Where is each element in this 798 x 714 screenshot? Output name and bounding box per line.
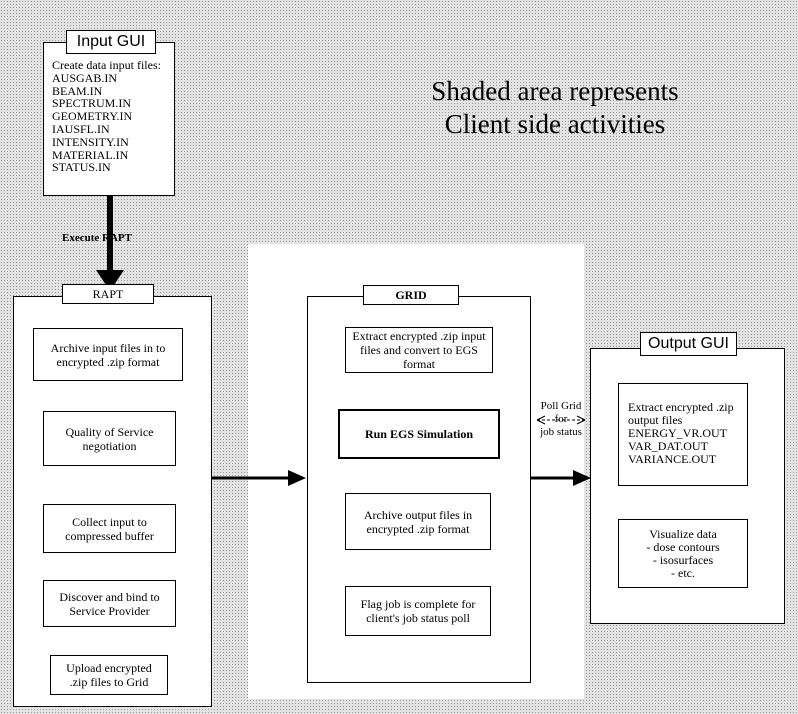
input-file: SPECTRUM.IN	[52, 96, 132, 111]
input-file: INTENSITY.IN	[52, 134, 129, 149]
visualize-item: - isosurfaces	[652, 552, 714, 567]
poll-label-line-2: for	[554, 413, 568, 425]
poll-label: Poll Grid for job status	[531, 400, 591, 439]
input-file: STATUS.IN	[52, 160, 111, 175]
input-file-list: AUSGAB.IN BEAM.IN SPECTRUM.IN GEOMETRY.I…	[52, 70, 174, 175]
poll-label-line-3: job status	[540, 426, 582, 438]
execute-label: Execute RAPT	[62, 232, 132, 244]
grid-step-extract: Extract encrypted .zip input files and c…	[345, 327, 493, 373]
output-gui-title: Output GUI	[640, 332, 737, 356]
rapt-title: RAPT	[62, 284, 154, 304]
grid-step-flag: Flag job is complete for client's job st…	[345, 586, 491, 636]
input-gui-intro: Create data input files:	[52, 58, 161, 72]
grid-title: GRID	[363, 285, 459, 305]
output-step-extract: Extract encrypted .zip output files ENER…	[618, 383, 748, 486]
output-extract-intro: Extract encrypted .zip output files	[628, 400, 734, 427]
rapt-to-grid-arrowhead	[288, 470, 306, 486]
output-file: VARIANCE.OUT	[628, 452, 717, 466]
rapt-step-discover: Discover and bind to Service Provider	[43, 580, 176, 627]
headline-line-2: Client side activities	[444, 109, 666, 139]
input-file: BEAM.IN	[52, 83, 103, 98]
headline-line-1: Shaded area represents	[431, 76, 679, 106]
visualize-item: - etc.	[671, 565, 695, 580]
grid-step-archive-output: Archive output files in encrypted .zip f…	[345, 493, 491, 550]
rapt-step-collect: Collect input to compressed buffer	[43, 504, 176, 553]
poll-label-line-1: Poll Grid	[540, 400, 582, 412]
input-file: MATERIAL.IN	[52, 147, 129, 162]
output-step-visualize: Visualize data - dose contours - isosurf…	[618, 519, 748, 588]
output-file: ENERGY_VR.OUT	[628, 426, 727, 440]
execute-arrowhead	[96, 270, 124, 291]
input-file: GEOMETRY.IN	[52, 109, 133, 124]
output-file: VAR_DAT.OUT	[628, 439, 708, 453]
grid-step-run-egs: Run EGS Simulation	[338, 409, 500, 459]
headline: Shaded area represents Client side activ…	[385, 75, 725, 141]
input-gui-box: Create data input files: AUSGAB.IN BEAM.…	[43, 42, 175, 196]
rapt-step-upload: Upload encrypted .zip files to Grid	[50, 655, 168, 695]
grid-to-output-arrowhead	[573, 470, 591, 486]
visualize-title: Visualize data	[649, 526, 717, 541]
input-gui-title: Input GUI	[66, 30, 156, 54]
visualize-item: - dose contours	[646, 539, 720, 554]
input-file: IAUSFL.IN	[52, 121, 110, 136]
rapt-step-qos: Quality of Service negotiation	[43, 411, 176, 466]
input-file: AUSGAB.IN	[52, 70, 118, 85]
rapt-step-archive: Archive input files in to encrypted .zip…	[33, 328, 183, 381]
